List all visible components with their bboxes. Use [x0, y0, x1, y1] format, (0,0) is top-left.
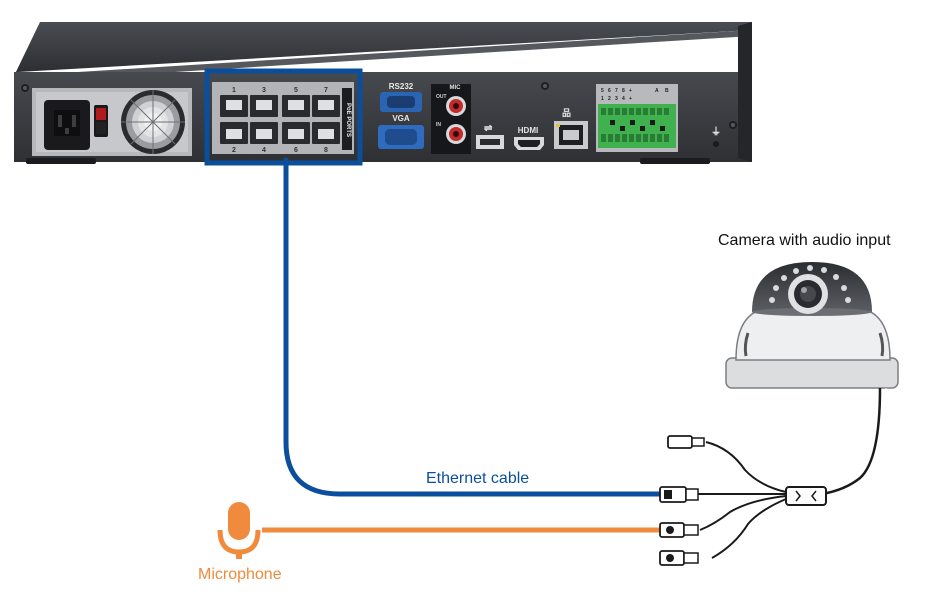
- poe-number-5: 5: [294, 87, 298, 94]
- poe-number-7: 7: [324, 87, 328, 94]
- alarm-top-numbers: 5 6 7 8 + A B: [601, 88, 669, 94]
- rs232-label: RS232: [389, 82, 414, 91]
- alarm-number: 1: [601, 96, 604, 102]
- poe-number-1: 1: [232, 87, 236, 94]
- lan-port: 品: [554, 108, 588, 149]
- audio-out-connector: [659, 550, 699, 566]
- rs232-port: RS232: [380, 82, 422, 112]
- pigtail-wires: [696, 441, 787, 559]
- power-module: [32, 88, 192, 156]
- poe-ports-label: PoE PORTS: [345, 103, 351, 137]
- rs485-b: B: [665, 88, 669, 94]
- alarm-io-terminal: 5 6 7 8 + A B 1 2 3 4 +: [596, 84, 678, 152]
- usb-port: ⇌: [476, 123, 504, 149]
- nvr-top-panel: [14, 22, 752, 76]
- rs485-a: A: [655, 88, 659, 94]
- poe-number-3: 3: [262, 87, 266, 94]
- nvr-recorder: 1 3 5 7: [14, 22, 752, 166]
- audio-in-connector: [659, 522, 699, 538]
- poe-number-6: 6: [294, 147, 298, 154]
- camera-label: Camera with audio input: [718, 232, 891, 249]
- poe-port-block: 1 3 5 7: [212, 82, 354, 154]
- power-socket: [44, 100, 90, 150]
- alarm-number: 8: [622, 88, 625, 94]
- power-switch: [94, 105, 108, 137]
- fan-grille: [121, 90, 185, 154]
- alarm-number: 5: [601, 88, 604, 94]
- mic-out-label: OUT: [436, 94, 447, 100]
- power-connector: [667, 435, 705, 449]
- mic-label: MIC: [450, 85, 462, 91]
- ethernet-cable: [283, 157, 663, 497]
- ground-icon: ⏚: [711, 126, 721, 138]
- microphone-label: Microphone: [198, 566, 282, 583]
- cable-splitter: [785, 486, 827, 506]
- alarm-number: +: [629, 96, 632, 102]
- hdmi-label: HDMI: [518, 126, 538, 135]
- mic-in-label: IN: [436, 122, 441, 128]
- usb-icon: ⇌: [484, 123, 493, 134]
- network-icon: 品: [562, 108, 571, 118]
- alarm-number: 4: [622, 96, 625, 102]
- poe-number-2: 2: [232, 147, 236, 154]
- rj45-connector: [659, 486, 699, 503]
- vga-port: VGA: [378, 114, 424, 149]
- alarm-number: 6: [608, 88, 611, 94]
- ethernet-cable-label: Ethernet cable: [426, 470, 530, 487]
- mic-audio-ports: MIC OUT IN: [431, 84, 471, 154]
- hdmi-port: HDMI: [514, 126, 544, 150]
- ground-terminal: ⏚: [711, 126, 721, 147]
- alarm-number: 2: [608, 96, 611, 102]
- alarm-number: 3: [615, 96, 618, 102]
- poe-number-4: 4: [262, 147, 266, 154]
- microphone-icon: [217, 502, 261, 559]
- alarm-bottom-numbers: 1 2 3 4 +: [601, 96, 632, 102]
- alarm-number: +: [629, 88, 632, 94]
- vga-label: VGA: [392, 114, 410, 123]
- alarm-number: 7: [615, 88, 618, 94]
- poe-number-8: 8: [324, 147, 328, 154]
- camera-tail-cable: [821, 387, 882, 496]
- dome-camera: [725, 262, 899, 389]
